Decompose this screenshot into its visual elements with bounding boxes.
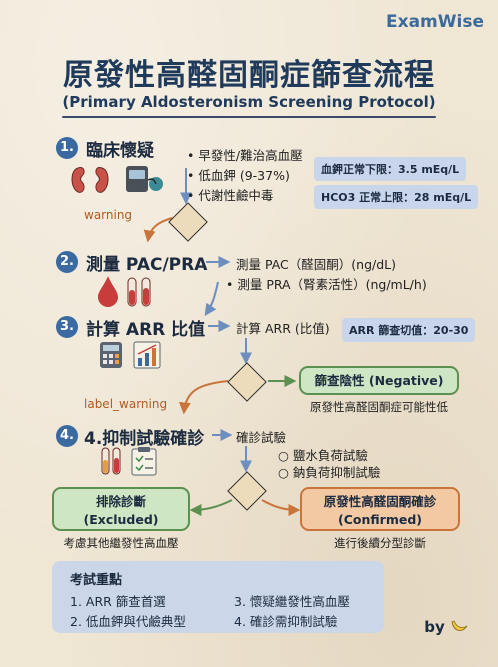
summary-title: 考試重點 — [70, 573, 123, 588]
step4-item-1: 鹽水負荷試驗 — [278, 445, 368, 464]
step4-number: 4. — [56, 425, 78, 447]
step3-number: 3. — [56, 316, 78, 338]
step2-title: 測量 PAC/PRA — [86, 255, 208, 275]
step1-bullet-3: 代謝性鹼中毒 — [187, 185, 273, 204]
step4-title: 4.抑制試驗確診 — [84, 429, 205, 449]
page-title: 原發性高醛固酮症篩查流程 — [63, 58, 435, 93]
arrow-warning1 — [143, 217, 173, 243]
step2-number: 2. — [56, 251, 78, 273]
step3-icons — [100, 341, 161, 369]
negative-caption: 原發性高醛固酮症可能性低 — [310, 400, 448, 414]
step1-title: 臨床懷疑 — [86, 141, 154, 161]
brand-logo: ExamWise — [386, 12, 484, 32]
step4-icons — [101, 447, 157, 476]
summary-item-3: 3. 懷疑繼發性高血壓 — [234, 594, 350, 609]
potassium-chip: 血鉀正常下限：3.5 mEq/L — [314, 157, 467, 181]
arrow-diamond3-to-confirmed — [261, 499, 301, 516]
blood-drop-icon — [98, 276, 118, 307]
bar-chart-icon — [133, 341, 161, 369]
confirmed-box: 原發性高醛固酮確診 (Confirmed) — [300, 487, 460, 531]
summary-item-1: 1. ARR 篩查首選 — [70, 594, 166, 609]
negative-box: 篩查陰性 (Negative) — [299, 366, 459, 395]
step2-line-2: 測量 PRA（腎素活性）(ng/mL/h) — [226, 274, 426, 293]
excluded-line-2: (Excluded) — [83, 512, 159, 527]
subtitle-underline — [62, 116, 436, 118]
step4-item-2: 鈉負荷抑制試驗 — [278, 462, 381, 481]
step2-icons — [98, 276, 151, 307]
kidney-icon — [71, 167, 109, 193]
hco3-chip: HCO3 正常上限：28 mEq/L — [314, 185, 479, 209]
calculator-icon — [100, 342, 122, 368]
arrow-diamond3-to-excluded — [189, 499, 233, 516]
arrow-diamond2-to-step4 — [178, 380, 229, 415]
warning-label-1: warning — [84, 208, 133, 222]
step1-bullet-2: 低血鉀 (9-37%) — [187, 165, 289, 184]
excluded-caption: 考慮其他繼發性高血壓 — [63, 536, 179, 550]
blood-pressure-monitor-icon — [126, 166, 163, 192]
excluded-line-1: 排除診斷 — [95, 494, 146, 509]
warning-label-2: label_warning — [84, 397, 168, 411]
confirmed-caption: 進行後續分型診斷 — [334, 536, 426, 550]
byline: by — [424, 618, 468, 636]
step1-icons — [71, 166, 163, 193]
step1-number: 1. — [56, 137, 78, 159]
step3-title: 計算 ARR 比值 — [86, 320, 206, 340]
excluded-box: 排除診斷 (Excluded) — [52, 487, 190, 531]
test-tubes-icon — [127, 277, 151, 307]
banana-icon — [451, 620, 468, 631]
arrow-text-to-step3 — [204, 281, 219, 316]
confirmed-line-2: (Confirmed) — [338, 512, 422, 527]
step1-bullet-1: 早發性/難治高血壓 — [187, 145, 302, 164]
step4-text: 確診試驗 — [236, 430, 287, 445]
arr-cutoff-chip: ARR 篩查切值：20-30 — [342, 318, 476, 342]
step3-text: 計算 ARR (比值) — [236, 321, 330, 336]
confirmed-line-1: 原發性高醛固酮確診 — [323, 494, 437, 509]
clipboard-icon — [131, 447, 157, 476]
summary-item-2: 2. 低血鉀與代鹼典型 — [70, 614, 186, 629]
test-tubes-icon — [101, 447, 121, 475]
step2-line-1: 測量 PAC（醛固酮）(ng/dL) — [236, 257, 396, 272]
byline-text: by — [424, 618, 445, 636]
summary-item-4: 4. 確診需抑制試驗 — [234, 614, 338, 629]
page-subtitle: (Primary Aldosteronism Screening Protoco… — [62, 93, 436, 111]
exam-summary-box: 考試重點 1. ARR 篩查首選 3. 懷疑繼發性高血壓 2. 低血鉀與代鹼典型… — [52, 561, 384, 633]
